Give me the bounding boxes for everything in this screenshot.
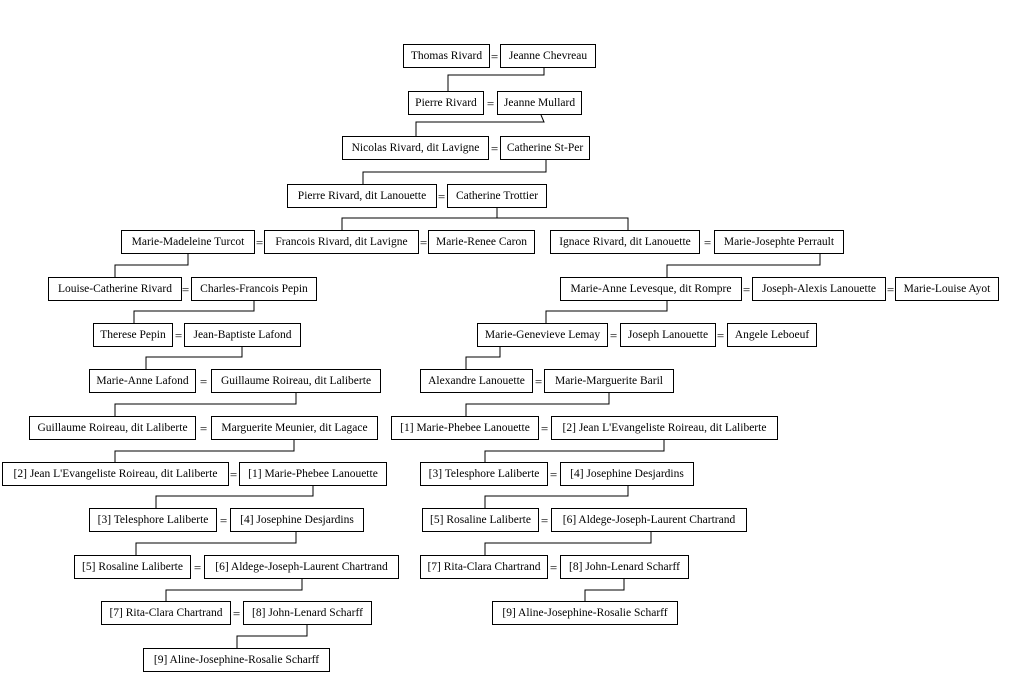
marriage-symbol: = — [549, 467, 558, 482]
descent-connector — [135, 532, 297, 555]
descent-connector — [666, 254, 821, 277]
person-box-right-marie-phebee: [1] Marie-Phebee Lanouette — [391, 416, 539, 440]
person-box-marie-genevieve-lemay: Marie-Genevieve Lemay — [477, 323, 608, 347]
descent-connector — [447, 68, 545, 91]
descent-connector — [465, 393, 610, 416]
marriage-symbol: = — [609, 328, 618, 343]
descent-connector — [114, 254, 189, 277]
person-box-right-rosaline: [5] Rosaline Laliberte — [422, 508, 539, 532]
descent-connector — [415, 114, 545, 136]
person-box-thomas-rivard: Thomas Rivard — [403, 44, 490, 68]
person-box-charles-francois-pepin: Charles-Francois Pepin — [191, 277, 317, 301]
person-box-left-josephine: [4] Josephine Desjardins — [230, 508, 364, 532]
person-box-francois-rivard: Francois Rivard, dit Lavigne — [264, 230, 419, 254]
person-box-left-aldege: [6] Aldege-Joseph-Laurent Chartrand — [204, 555, 399, 579]
person-box-right-josephine: [4] Josephine Desjardins — [560, 462, 694, 486]
marriage-symbol: = — [549, 560, 558, 575]
person-box-marie-madeleine-turcot: Marie-Madeleine Turcot — [121, 230, 255, 254]
descent-connector — [341, 208, 498, 230]
descent-connector — [155, 486, 314, 508]
marriage-symbol: = — [490, 49, 499, 64]
marriage-symbol: = — [229, 467, 238, 482]
person-box-right-john: [8] John-Lenard Scharff — [560, 555, 689, 579]
person-box-left-marie-phebee: [1] Marie-Phebee Lanouette — [239, 462, 387, 486]
descent-connector — [133, 301, 255, 323]
person-box-therese-pepin: Therese Pepin — [93, 323, 173, 347]
person-box-marie-renee-caron: Marie-Renee Caron — [428, 230, 535, 254]
person-box-marie-josephte-perrault: Marie-Josephte Perrault — [714, 230, 844, 254]
marriage-symbol: = — [540, 421, 549, 436]
descent-connector — [114, 393, 297, 416]
marriage-symbol: = — [219, 513, 228, 528]
person-box-joseph-lanouette: Joseph Lanouette — [620, 323, 716, 347]
person-box-guillaume-roireau-a: Guillaume Roireau, dit Laliberte — [211, 369, 381, 393]
person-box-right-jean-levangeliste: [2] Jean L'Evangeliste Roireau, dit Lali… — [551, 416, 778, 440]
person-box-right-aline: [9] Aline-Josephine-Rosalie Scharff — [492, 601, 678, 625]
person-box-left-rosaline: [5] Rosaline Laliberte — [74, 555, 191, 579]
descent-connector — [114, 440, 295, 462]
person-box-left-aline: [9] Aline-Josephine-Rosalie Scharff — [143, 648, 330, 672]
person-box-pierre-rivard-lanouette: Pierre Rivard, dit Lanouette — [287, 184, 437, 208]
person-box-nicolas-rivard: Nicolas Rivard, dit Lavigne — [342, 136, 489, 160]
descent-connector — [484, 440, 665, 462]
person-box-joseph-alexis-lanouette: Joseph-Alexis Lanouette — [752, 277, 886, 301]
person-box-right-rita: [7] Rita-Clara Chartrand — [420, 555, 548, 579]
descent-connector — [465, 347, 501, 369]
marriage-symbol: = — [540, 513, 549, 528]
person-box-guillaume-roireau-b: Guillaume Roireau, dit Laliberte — [29, 416, 196, 440]
person-box-louise-catherine-rivard: Louise-Catherine Rivard — [48, 277, 182, 301]
marriage-symbol: = — [181, 282, 190, 297]
person-box-pierre-rivard: Pierre Rivard — [408, 91, 484, 115]
marriage-symbol: = — [716, 328, 725, 343]
descent-connector — [584, 579, 625, 601]
descent-connector — [362, 160, 547, 184]
marriage-symbol: = — [486, 96, 495, 111]
person-box-ignace-rivard: Ignace Rivard, dit Lanouette — [550, 230, 700, 254]
marriage-symbol: = — [490, 141, 499, 156]
person-box-jeanne-mullard: Jeanne Mullard — [497, 91, 582, 115]
marriage-symbol: = — [703, 235, 712, 250]
marriage-symbol: = — [174, 328, 183, 343]
marriage-symbol: = — [199, 421, 208, 436]
person-box-left-john: [8] John-Lenard Scharff — [243, 601, 372, 625]
person-box-marguerite-meunier: Marguerite Meunier, dit Lagace — [211, 416, 378, 440]
person-box-jeanne-chevreau: Jeanne Chevreau — [500, 44, 596, 68]
person-box-left-rita: [7] Rita-Clara Chartrand — [101, 601, 231, 625]
descent-connector — [484, 532, 652, 555]
person-box-jean-baptiste-lafond: Jean-Baptiste Lafond — [184, 323, 301, 347]
person-box-catherine-stper: Catherine St-Per — [500, 136, 590, 160]
marriage-symbol: = — [437, 189, 446, 204]
person-box-marie-louise-ayot: Marie-Louise Ayot — [895, 277, 999, 301]
descent-connector — [545, 301, 668, 323]
marriage-symbol: = — [419, 235, 428, 250]
marriage-symbol: = — [534, 374, 543, 389]
descent-connector — [145, 347, 243, 369]
person-box-catherine-trottier: Catherine Trottier — [447, 184, 547, 208]
person-box-angele-leboeuf: Angele Leboeuf — [727, 323, 817, 347]
person-box-left-jean-levangeliste: [2] Jean L'Evangeliste Roireau, dit Lali… — [2, 462, 229, 486]
descent-connector — [165, 579, 303, 601]
person-box-alexandre-lanouette: Alexandre Lanouette — [420, 369, 533, 393]
descent-connector — [484, 486, 629, 508]
marriage-symbol: = — [232, 606, 241, 621]
marriage-symbol: = — [742, 282, 751, 297]
marriage-symbol: = — [193, 560, 202, 575]
marriage-symbol: = — [886, 282, 895, 297]
person-box-marie-marguerite-baril: Marie-Marguerite Baril — [544, 369, 674, 393]
person-box-right-telesphore: [3] Telesphore Laliberte — [420, 462, 548, 486]
person-box-left-telesphore: [3] Telesphore Laliberte — [89, 508, 217, 532]
marriage-symbol: = — [255, 235, 264, 250]
person-box-marie-anne-lafond: Marie-Anne Lafond — [89, 369, 196, 393]
marriage-symbol: = — [199, 374, 208, 389]
person-box-marie-anne-levesque: Marie-Anne Levesque, dit Rompre — [560, 277, 742, 301]
person-box-right-aldege: [6] Aldege-Joseph-Laurent Chartrand — [551, 508, 747, 532]
descent-connector — [497, 217, 629, 230]
descent-connector — [236, 625, 308, 648]
